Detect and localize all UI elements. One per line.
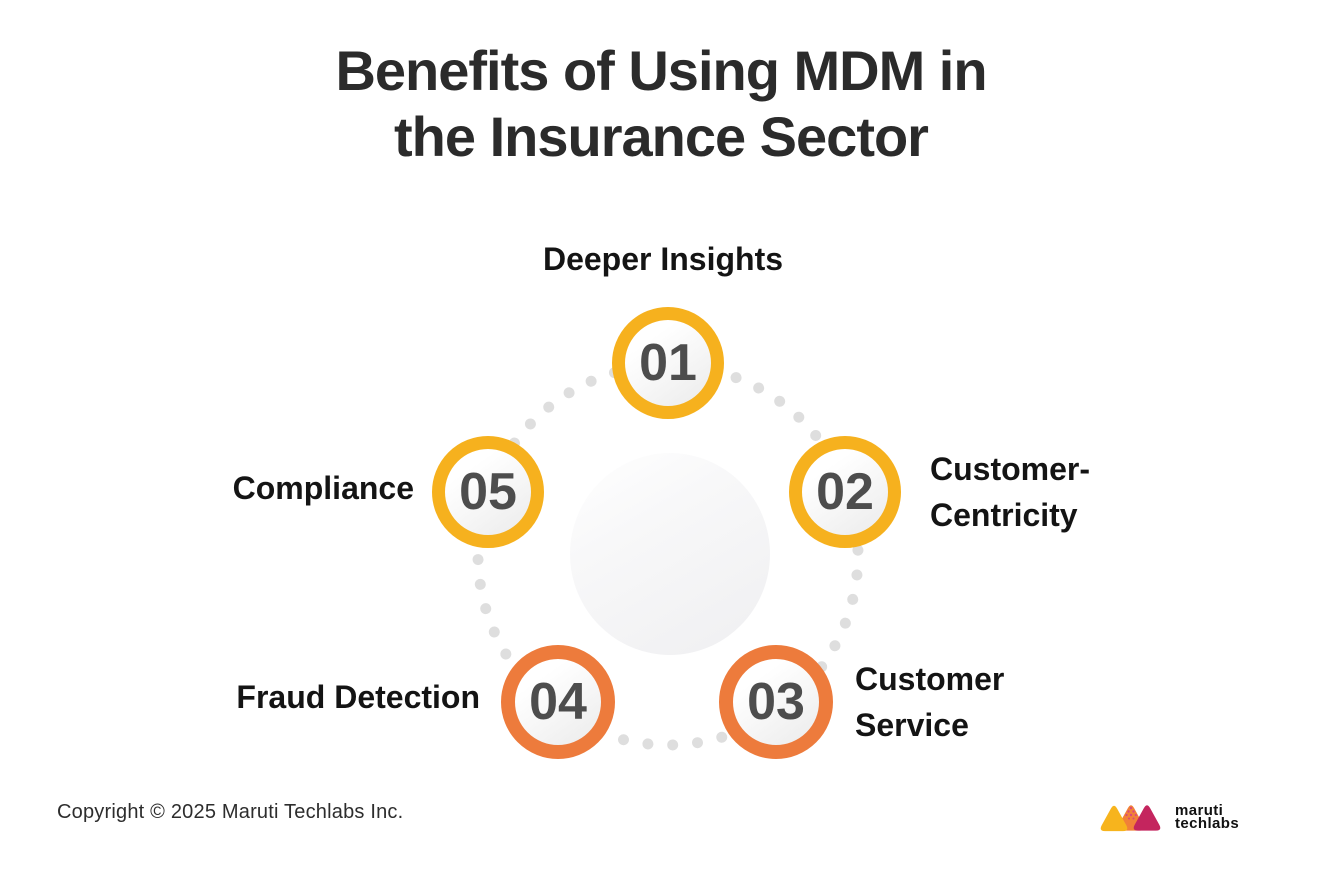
node-number-05: 05 [459, 463, 517, 521]
node-label-compliance: Compliance [232, 470, 414, 506]
node-number-01: 01 [639, 334, 697, 392]
page-title-line-1: Benefits of Using MDM in [335, 39, 987, 102]
node-number-03: 03 [747, 673, 805, 731]
node-badge-03: 03 [719, 645, 833, 759]
node-label-deeper-insights: Deeper Insights [542, 241, 784, 277]
node-badge-04: 04 [501, 645, 615, 759]
page-title: Benefits of Using MDM in the Insurance S… [0, 38, 1322, 170]
logo-wordmark-line-2: techlabs [1175, 815, 1240, 832]
logo-mark-icon [1100, 805, 1161, 832]
copyright-text: Copyright © 2025 Maruti Techlabs Inc. [57, 801, 404, 823]
node-badge-01: 01 [612, 307, 724, 419]
node-badge-02: 02 [789, 436, 901, 548]
node-number-02: 02 [816, 463, 874, 521]
node-label-customer-service: Customer Service [855, 661, 1005, 743]
node-label-fraud-detection: Fraud Detection [236, 679, 480, 715]
page-title-line-2: the Insurance Sector [394, 105, 929, 168]
node-label-customer-centricity: Customer-Centricity [930, 451, 1091, 533]
logo-wordmark-line-1: maruti [1175, 801, 1224, 819]
logo-halftone-dots [1125, 806, 1137, 820]
maruti-techlabs-logo: maruti techlabs [1100, 799, 1239, 835]
center-blob [570, 453, 770, 655]
logo-wordmark: maruti techlabs [1175, 801, 1240, 832]
node-badge-05: 05 [432, 436, 544, 548]
node-number-04: 04 [529, 673, 587, 731]
